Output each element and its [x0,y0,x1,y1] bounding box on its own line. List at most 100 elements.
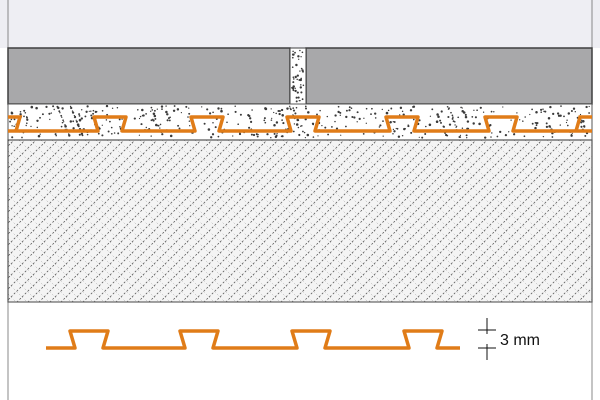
mortar-dot [306,133,310,137]
mortar-dot [117,132,120,135]
mortar-dot [304,136,307,139]
mortar-dot [307,111,310,114]
mortar-dot [278,112,281,116]
mortar-dot [172,109,176,113]
mortar-dot [36,119,39,122]
mortar-dot [363,117,365,119]
mortar-dot [105,119,108,121]
mortar-dot [452,120,455,123]
mortar-dot [382,120,384,122]
mortar-dot [207,128,211,131]
mortar-dot [295,106,298,109]
mortar-dot [425,125,427,128]
mortar-dot [297,119,300,122]
mortar-dot [547,117,551,120]
mortar-dot [165,105,167,107]
mortar-dot [392,128,395,131]
grout-dot [297,96,300,99]
mortar-dot [304,105,307,108]
mortar-dot [289,107,291,109]
mortar-dot [30,125,32,128]
mortar-dot [88,110,90,112]
mortar-dot [137,109,139,111]
mortar-dot [180,112,182,114]
mortar-dot [152,112,156,115]
mortar-dot [101,134,104,137]
grout-dot [297,55,300,58]
mortar-dot [81,134,84,137]
mortar-dot [393,121,396,123]
mortar-dot [62,119,64,122]
membrane-edge-cup-left [8,115,23,132]
mortar-dot [385,111,389,115]
mortar-dot [78,118,82,122]
mortar-dot [214,126,217,129]
mortar-dot [90,110,92,112]
mortar-dot [101,109,104,112]
mortar-dot [212,121,214,124]
mortar-dot [496,135,499,138]
mortar-dot [52,105,55,108]
mortar-dot [292,130,295,133]
mortar-dot [211,133,215,136]
mortar-dot [54,133,57,136]
mortar-dot [436,113,439,116]
grout-dot [299,78,303,82]
mortar-dot [70,106,73,110]
mortar-dot [345,125,347,128]
grout-dot [302,70,304,73]
mortar-dot [60,125,63,128]
mortar-dot [13,125,15,127]
mortar-dot [188,120,191,122]
mortar-dot [362,133,365,135]
mortar-dot [473,109,475,111]
grout-dot [294,89,297,93]
mortar-dot [61,116,63,118]
mortar-dot [582,120,585,123]
mortar-dot [447,108,450,110]
mortar-dot [118,118,121,121]
mortar-dot [11,136,14,139]
mortar-dot [159,123,162,126]
mortar-dot [92,109,95,112]
mortar-dot [113,132,116,134]
mortar-dot [301,125,303,127]
mortar-dot [288,105,291,108]
mortar-dot [153,109,156,112]
mortar-dot [176,108,180,111]
mortar-dot [234,110,237,113]
mortar-dot [111,107,114,110]
mortar-dot [249,117,252,120]
mortar-dot [499,130,502,134]
mortar-dot [466,120,470,123]
mortar-dot [317,135,319,137]
mortar-dot [412,118,415,121]
mortar-dot [464,115,468,119]
mortar-dot [461,107,463,109]
mortar-dot [39,116,41,119]
mortar-dot [508,131,510,133]
mortar-dot [25,124,27,127]
mortar-dot [579,113,582,116]
mortar-dot [337,105,340,108]
mortar-dot [535,111,538,114]
mortar-dot [251,109,253,111]
mortar-dot [379,124,382,127]
grout-dot [295,63,298,67]
mortar-dot [399,106,403,110]
mortar-dot [540,111,542,113]
mortar-dot [289,108,292,111]
mortar-dot [428,123,432,127]
grout-dot [292,50,294,53]
mortar-dot [331,126,333,128]
mortar-dot [324,126,327,129]
mortar-dot [345,109,348,112]
mortar-dot [545,125,549,129]
mortar-dot [150,135,152,137]
mortar-dot [407,125,410,128]
mortar-dot [75,120,78,123]
mortar-dot [297,126,300,129]
mortar-dot [378,126,381,128]
mortar-dot [232,135,234,137]
mortar-dot [188,107,190,109]
